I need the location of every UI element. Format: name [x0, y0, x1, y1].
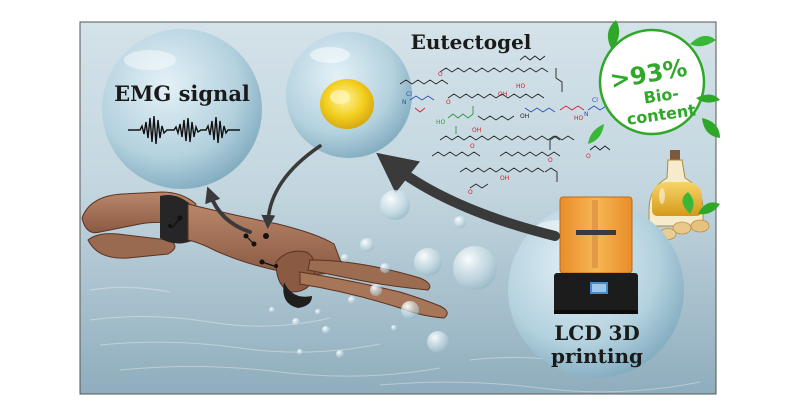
eutectogel-chemical-structure: [399, 55, 613, 189]
lcd-3d-label-line1: LCD 3D: [554, 321, 640, 345]
lcd-3d-printer-icon: [554, 196, 638, 314]
svg-text:OH: OH: [498, 91, 507, 98]
arrow-gel-to-swimmer: [261, 144, 322, 229]
eutectogel-title: Eutectogel: [411, 30, 532, 54]
svg-text:O: O: [438, 71, 443, 78]
svg-text:OH: OH: [472, 127, 481, 134]
svg-text:N: N: [584, 111, 589, 118]
svg-text:HO: HO: [574, 115, 584, 122]
leaf-icon: [607, 20, 620, 50]
chemical-atom-labels: O O HO OH N Cl HO OH OH N Cl HO O O OH O…: [402, 71, 598, 196]
emg-electrodes: [168, 215, 278, 268]
svg-text:N: N: [402, 99, 407, 106]
svg-text:HO: HO: [436, 119, 446, 126]
leaf-icon: [682, 192, 694, 214]
svg-text:O: O: [586, 153, 591, 160]
swimmer-arm-back: [307, 259, 431, 291]
emg-waveform: [128, 115, 240, 145]
svg-text:OH: OH: [520, 113, 529, 120]
emg-signal-label: EMG signal: [114, 81, 250, 106]
leaf-icon: [588, 124, 604, 144]
svg-text:O: O: [468, 189, 473, 196]
swimsuit: [160, 195, 194, 244]
process-arrows: [205, 144, 560, 241]
leaf-icon: [698, 202, 720, 215]
svg-text:O: O: [470, 143, 475, 150]
soybean-icon: [659, 192, 720, 240]
svg-text:O: O: [446, 99, 451, 106]
leaf-icon: [690, 35, 716, 47]
svg-text:Cl: Cl: [406, 91, 412, 98]
svg-text:O: O: [548, 157, 553, 164]
arrow-printer-to-gel: [376, 152, 560, 241]
gel-bubble: [286, 32, 412, 158]
arrow-swimmer-to-emg: [205, 186, 252, 234]
bio-content-badge: >93% Bio- content: [588, 20, 720, 144]
swimmer-calf: [87, 233, 176, 259]
lcd-3d-label-line2: printing: [551, 344, 643, 368]
svg-text:OH: OH: [500, 175, 509, 182]
swim-cap: [283, 282, 312, 308]
yellow-gel-disc: [320, 79, 374, 129]
svg-text:HO: HO: [516, 83, 526, 90]
bio-label-line1: Bio-: [642, 84, 680, 108]
water-bubbles: [269, 190, 497, 358]
svg-text:Cl: Cl: [592, 97, 598, 104]
emg-bubble: EMG signal: [102, 29, 262, 189]
leaf-icon: [696, 94, 720, 103]
leaf-icon: [702, 118, 720, 138]
